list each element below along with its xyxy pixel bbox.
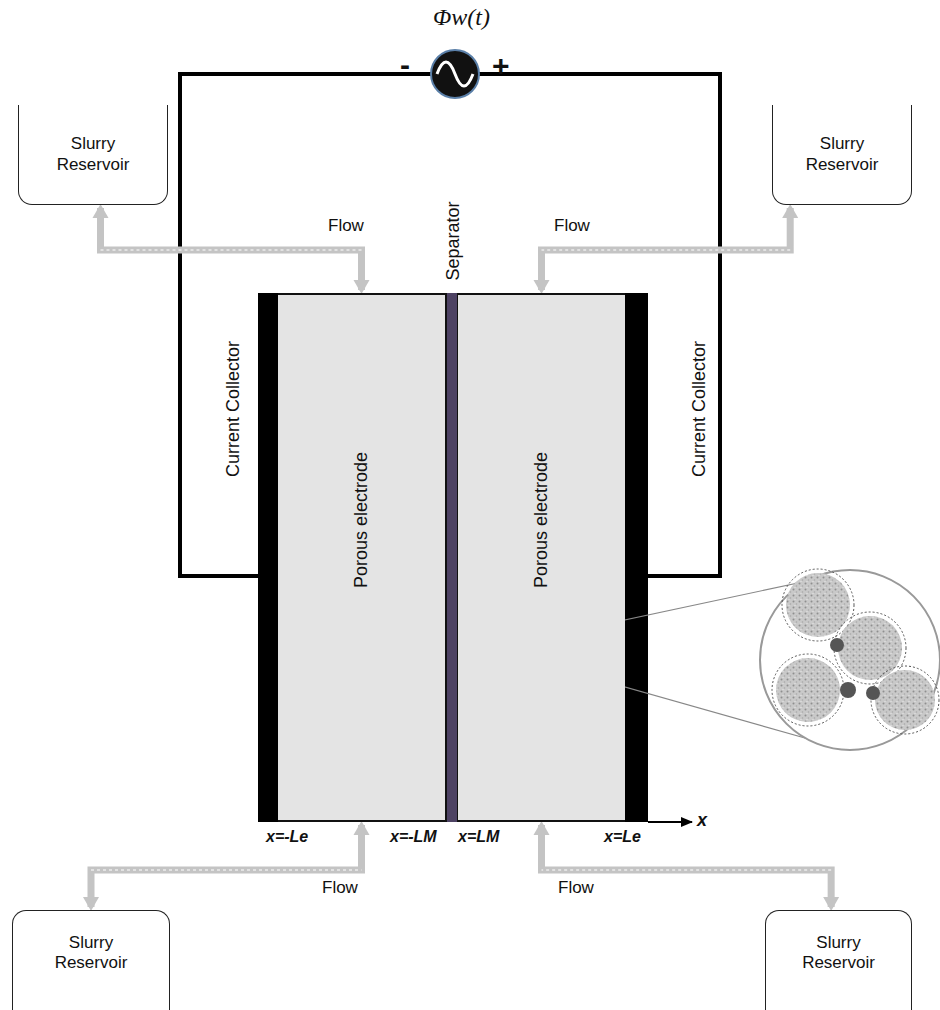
separator: Separator (445, 293, 458, 822)
flow-line-core (91, 869, 362, 870)
slurry-reservoir: Slurry Reservoir (772, 105, 912, 205)
flow-arrow (542, 825, 832, 907)
part-heading: Current Collector (223, 341, 245, 477)
polarity-sign: - (400, 48, 410, 82)
flow-line-core (101, 249, 362, 250)
collector-band (625, 293, 648, 822)
polarity-sign: + (492, 49, 510, 83)
part-heading: Current Collector (689, 341, 711, 477)
position-label: x=LM (458, 828, 499, 846)
node-label: Slurry Reservoir (46, 933, 136, 974)
porous-electrode: Porous electrode (458, 293, 625, 822)
flow-label: Flow (556, 878, 596, 898)
current-collector: Current Collector (625, 293, 648, 822)
part-heading: Separator (443, 201, 465, 280)
node-label: Porous electrode (531, 451, 553, 587)
flow-label: Flow (326, 216, 366, 236)
particle-zoom (760, 569, 940, 750)
current-collector: Current Collector (258, 293, 278, 822)
node-label: Slurry Reservoir (48, 134, 138, 175)
flow-arrow (101, 208, 362, 290)
node-label: Slurry Reservoir (794, 933, 884, 974)
flow-line-core (542, 869, 832, 870)
flow-label: Flow (320, 878, 360, 898)
position-label: x=-Le (266, 828, 308, 846)
position-label: x=-LM (390, 828, 437, 846)
flow-label: Flow (552, 216, 592, 236)
ac-source (431, 50, 479, 98)
axis-label: x (697, 810, 707, 831)
slurry-reservoir: Slurry Reservoir (18, 105, 168, 205)
node-label: Porous electrode (351, 451, 373, 587)
flow-arrow (542, 208, 791, 290)
node-label: Slurry Reservoir (797, 134, 887, 175)
slurry-reservoir: Slurry Reservoir (765, 910, 912, 1010)
porous-electrode: Porous electrode (278, 293, 445, 822)
position-label: x=Le (604, 828, 641, 846)
x-axis (648, 821, 692, 823)
source-label: Φw(t) (433, 4, 490, 31)
flow-line-core (542, 249, 791, 250)
collector-band (258, 293, 278, 822)
flow-arrow (91, 825, 362, 907)
slurry-reservoir: Slurry Reservoir (12, 910, 170, 1010)
